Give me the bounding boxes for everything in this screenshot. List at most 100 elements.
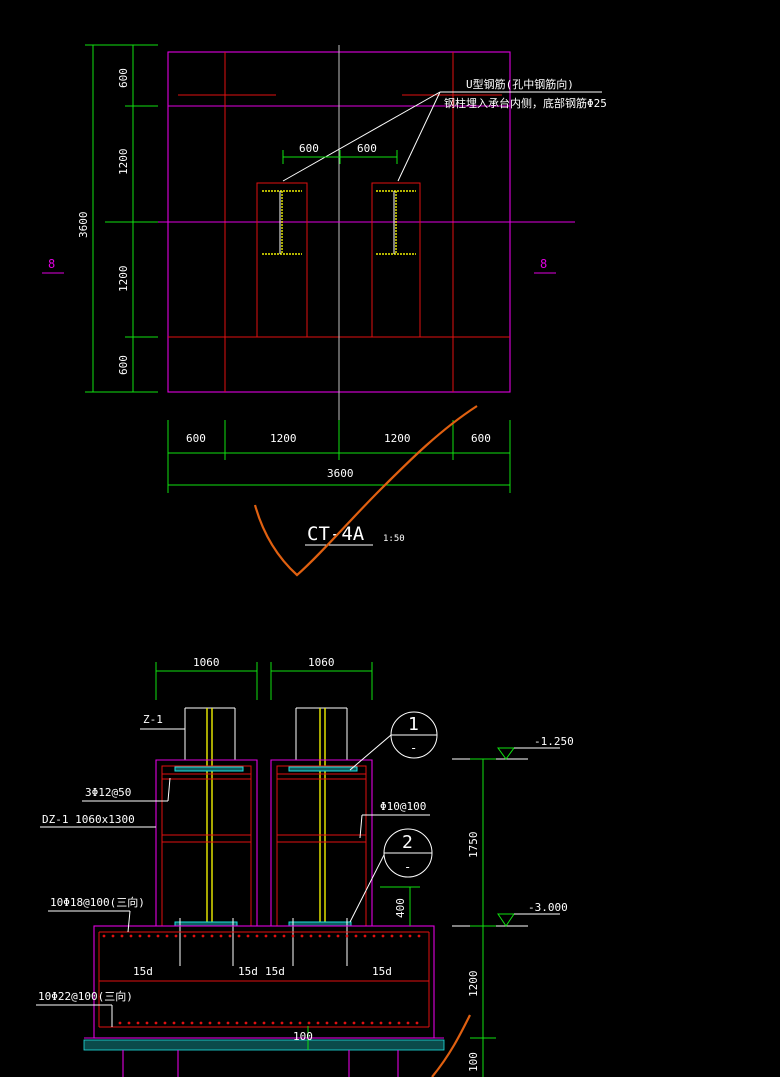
top-rebar-dots xyxy=(102,934,421,938)
elevation-top: -1.250 xyxy=(452,735,574,760)
svg-text:-: - xyxy=(404,860,411,874)
rebar-dot xyxy=(118,1021,122,1025)
rebar-dot xyxy=(264,934,268,938)
right-dim-3: 100 xyxy=(467,1052,480,1072)
plan-hdim-2: 1200 xyxy=(270,432,297,445)
steel-column-left xyxy=(262,190,302,255)
rebar-dot xyxy=(406,1021,410,1025)
rebar-dot xyxy=(228,934,232,938)
anchor-label-2: 15d xyxy=(238,965,258,978)
rebar-dot xyxy=(345,934,349,938)
label-column: Z-1 xyxy=(143,713,163,726)
rebar-dot xyxy=(147,934,151,938)
rebar-dot xyxy=(183,934,187,938)
rebar-dot xyxy=(352,1021,356,1025)
label-top-rebar: 10Φ18@100(三向) xyxy=(50,895,145,909)
rebar-dot xyxy=(417,934,421,938)
rebar-dot xyxy=(208,1021,212,1025)
plan-note-line1: U型钢筋(孔中钢筋向) xyxy=(466,77,574,91)
anchor-label-3: 15d xyxy=(265,965,285,978)
rebar-dot xyxy=(201,934,205,938)
plan-vdim-3: 1200 xyxy=(117,266,130,293)
plan-inner-dim-2: 600 xyxy=(357,142,377,155)
pier-left-outline xyxy=(155,759,258,926)
rebar-dot xyxy=(372,934,376,938)
rebar-dot xyxy=(129,934,133,938)
section-mark-left: 8 xyxy=(48,257,55,271)
rebar-dot xyxy=(399,934,403,938)
handwritten-mark-bottom xyxy=(431,1014,471,1077)
svg-text:1: 1 xyxy=(408,714,419,735)
rebar-dot xyxy=(181,1021,185,1025)
rebar-dot xyxy=(343,1021,347,1025)
rebar-dot xyxy=(334,1021,338,1025)
svg-text:2: 2 xyxy=(402,832,413,853)
plan-vdim-total: 3600 xyxy=(77,212,90,239)
rebar-dot xyxy=(111,934,115,938)
section-top-dim-2: 1060 xyxy=(308,656,335,669)
pier-right-outline xyxy=(270,759,373,926)
rebar-dot xyxy=(325,1021,329,1025)
bottom-rebar-dots xyxy=(118,1021,419,1025)
pier-right xyxy=(371,182,421,338)
rebar-dot xyxy=(163,1021,167,1025)
plan-vdim-4: 600 xyxy=(117,355,130,375)
rebar-dot xyxy=(172,1021,176,1025)
plan-note-line2: 钢柱埋入承台内侧，底部钢筋Φ25 xyxy=(444,96,607,110)
rebar-dot xyxy=(246,934,250,938)
rebar-dot xyxy=(289,1021,293,1025)
inner-dim-400: 400 xyxy=(394,898,407,918)
rebar-dot xyxy=(154,1021,158,1025)
rebar-dot xyxy=(307,1021,311,1025)
section-mark-right: 8 xyxy=(540,257,547,271)
section-column-left xyxy=(184,707,236,922)
plan-title: CT-4A xyxy=(307,523,365,545)
plan-inner-dim-1: 600 xyxy=(299,142,319,155)
rebar-dot xyxy=(145,1021,149,1025)
rebar-dot xyxy=(381,934,385,938)
rebar-dot xyxy=(397,1021,401,1025)
svg-text:-: - xyxy=(410,741,417,755)
inner-dim-100: 100 xyxy=(293,1030,313,1043)
detail-marker-2: 2 - xyxy=(349,828,433,923)
section-view: 1060 1060 xyxy=(36,656,574,1077)
rebar-dot xyxy=(271,1021,275,1025)
svg-text:-1.250: -1.250 xyxy=(534,735,574,748)
plan-vdim-1: 600 xyxy=(117,68,130,88)
rebar-dot xyxy=(165,934,169,938)
rebar-dot xyxy=(280,1021,284,1025)
pile-cap-section xyxy=(93,925,435,1039)
rebar-dot xyxy=(388,1021,392,1025)
rebar-dot xyxy=(298,1021,302,1025)
rebar-dot xyxy=(273,934,277,938)
plan-hdim-3: 1200 xyxy=(384,432,411,445)
rebar-dot xyxy=(219,934,223,938)
rebar-dot xyxy=(235,1021,239,1025)
plan-scale: 1:50 xyxy=(383,534,405,544)
anchor-label-4: 15d xyxy=(372,965,392,978)
rebar-dot xyxy=(262,1021,266,1025)
section-column-right xyxy=(295,707,348,922)
rebar-dot xyxy=(102,934,106,938)
rebar-dot xyxy=(192,934,196,938)
plan-hdim-1: 600 xyxy=(186,432,206,445)
rebar-dot xyxy=(390,934,394,938)
rebar-dot xyxy=(210,934,214,938)
bedding-layer xyxy=(83,1039,445,1051)
rebar-dot xyxy=(327,934,331,938)
rebar-dot xyxy=(244,1021,248,1025)
rebar-dot xyxy=(217,1021,221,1025)
plan-view: U型钢筋(孔中钢筋向) 钢柱埋入承台内侧，底部钢筋Φ25 600 600 600… xyxy=(42,44,607,577)
rebar-dot xyxy=(408,934,412,938)
rebar-dot xyxy=(363,934,367,938)
rebar-dot xyxy=(300,934,304,938)
rebar-dot xyxy=(316,1021,320,1025)
label-tie: Φ10@100 xyxy=(380,800,426,813)
label-stirrup: 3Φ12@50 xyxy=(85,786,131,799)
rebar-dot xyxy=(120,934,124,938)
rebar-dot xyxy=(190,1021,194,1025)
rebar-dot xyxy=(136,1021,140,1025)
rebar-dot xyxy=(282,934,286,938)
handwritten-check-mark xyxy=(253,405,478,577)
rebar-dot xyxy=(127,1021,131,1025)
